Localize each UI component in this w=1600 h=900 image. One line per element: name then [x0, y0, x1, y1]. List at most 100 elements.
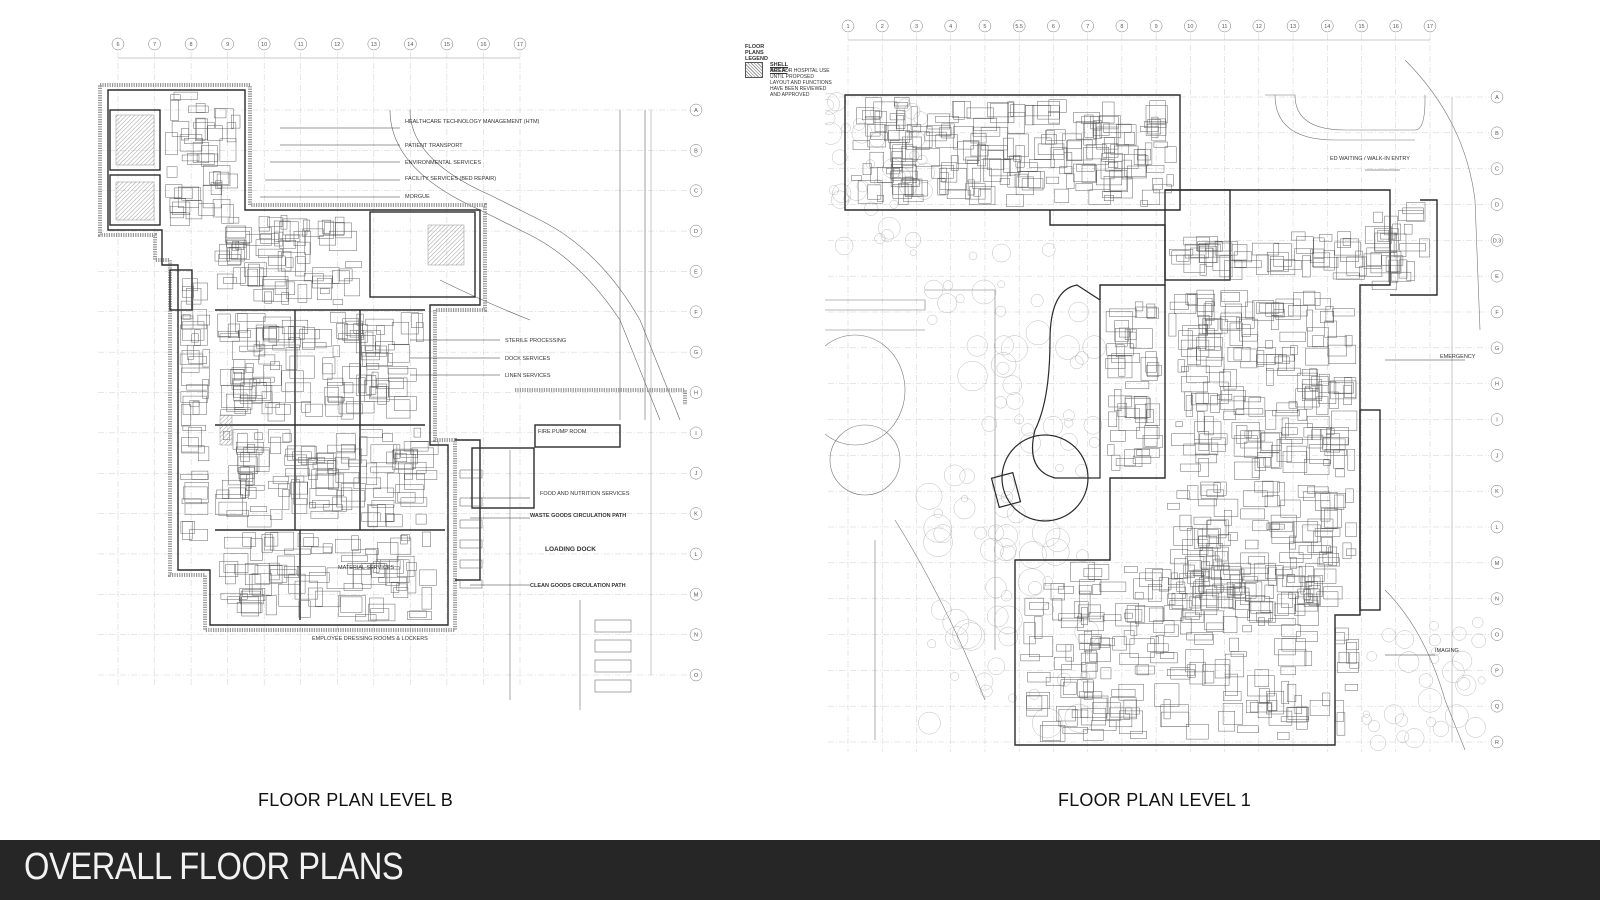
grid-label-row: E — [694, 269, 698, 275]
landscape-circle — [955, 294, 965, 304]
room-outline — [1083, 147, 1109, 165]
room-outline — [1340, 238, 1360, 262]
room-outline — [1171, 250, 1191, 265]
room-outline — [322, 219, 331, 234]
room-outline — [1092, 584, 1102, 595]
room-outline — [309, 488, 338, 505]
room-outline — [1366, 247, 1391, 266]
room-outline — [268, 326, 295, 343]
landscape-circle — [1452, 626, 1467, 641]
room-outline — [1309, 700, 1330, 716]
room-outline — [341, 555, 368, 562]
room-outline — [308, 587, 323, 607]
room-outline — [1251, 458, 1260, 478]
room-outline — [1145, 351, 1157, 373]
room-outline — [1311, 429, 1322, 441]
room-outline — [1146, 364, 1162, 376]
level-b-drawing: HEALTHCARE TECHNOLOGY MANAGEMENT (HTM) P… — [98, 37, 703, 710]
room-outline — [1014, 173, 1028, 188]
room-outline — [416, 470, 438, 480]
room-outline — [1124, 398, 1151, 418]
room-outline — [192, 401, 200, 415]
landscape-circle — [874, 178, 881, 186]
room-outline — [339, 268, 353, 282]
room-outline — [1281, 624, 1301, 637]
room-outline — [1272, 409, 1300, 417]
room-outline — [371, 563, 385, 578]
room-outline — [1313, 568, 1337, 584]
room-outline — [232, 267, 246, 284]
landscape-circle — [959, 468, 975, 484]
room-outline — [231, 367, 253, 390]
room-outline — [1063, 152, 1073, 174]
room-outline — [1213, 498, 1239, 517]
room-outline — [1399, 243, 1426, 252]
grid-label-row: B — [1495, 131, 1499, 137]
room-outline — [966, 107, 994, 119]
room-outline — [251, 573, 272, 596]
room-outline — [1303, 589, 1311, 600]
room-outline — [261, 391, 273, 415]
footer-bar: OVERALL FLOOR PLANS — [0, 840, 1600, 900]
room-outline — [1289, 541, 1312, 559]
grid-label-row: A — [1495, 95, 1499, 101]
room-outline — [1198, 323, 1208, 335]
landscape-circle — [987, 524, 1005, 541]
room-outline — [219, 138, 237, 162]
room-outline — [1185, 293, 1198, 306]
room-outline — [1212, 583, 1234, 598]
landscape-circle — [835, 236, 854, 255]
room-outline — [1137, 155, 1149, 167]
room-outline — [392, 449, 414, 470]
room-outline — [273, 220, 291, 242]
room-outline — [1336, 712, 1346, 736]
grid-label-row: B — [694, 148, 698, 154]
landscape-circle — [942, 609, 970, 636]
room-outline — [195, 117, 206, 142]
room-outline — [867, 184, 882, 200]
grid-bubble-row — [689, 668, 703, 682]
room-outline — [260, 233, 279, 244]
room-outline — [957, 141, 979, 164]
room-outline — [1078, 691, 1103, 698]
room-outline — [1334, 241, 1362, 256]
room-outline — [369, 386, 389, 398]
room-outline — [1137, 148, 1151, 161]
room-outline — [941, 123, 955, 139]
room-outline — [1332, 308, 1355, 317]
room-outline — [311, 546, 332, 554]
room-outline — [1193, 581, 1203, 598]
grid-bubble-row — [1490, 269, 1504, 283]
room-outline — [1321, 507, 1338, 529]
room-outline — [914, 148, 941, 167]
room-outline — [368, 505, 378, 528]
room-outline — [874, 110, 887, 132]
room-outline — [1222, 703, 1244, 725]
room-outline — [232, 378, 261, 385]
room-outline — [390, 537, 412, 555]
room-outline — [227, 323, 240, 338]
room-outline — [375, 341, 395, 351]
level-1-walls — [844, 94, 1438, 746]
room-outline — [865, 97, 882, 119]
room-outline — [1017, 162, 1038, 172]
room-outline — [400, 535, 408, 545]
room-outline — [1199, 264, 1207, 276]
room-outline — [1243, 396, 1261, 403]
room-outline — [1180, 617, 1192, 635]
room-outline — [1302, 524, 1321, 543]
room-outline — [188, 105, 209, 113]
room-outline — [1187, 347, 1201, 365]
landscape-circle — [1381, 628, 1396, 643]
room-outline — [1260, 432, 1280, 454]
grid-bubble-row — [1490, 90, 1504, 104]
room-outline — [1200, 481, 1227, 496]
room-outline — [401, 534, 410, 542]
landscape-circle — [1000, 491, 1014, 504]
room-outline — [370, 608, 390, 621]
room-outline — [1258, 617, 1265, 626]
room-outline — [223, 553, 249, 573]
room-outline — [1203, 303, 1212, 326]
room-outline — [1402, 207, 1424, 215]
grid-label-col: 10 — [1187, 24, 1193, 30]
